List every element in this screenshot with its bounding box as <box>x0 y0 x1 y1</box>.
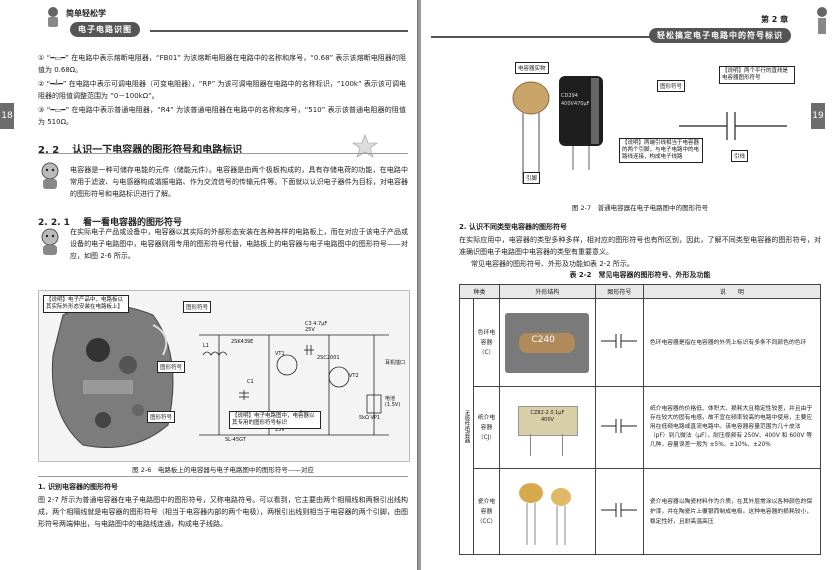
label-lead: 引线 <box>731 150 749 162</box>
table-cell-symbol <box>594 298 644 387</box>
right-page: 第 2 章 轻松搞定电子电路中的符号标识 19 电容器实物 CD294 400V… <box>421 0 838 570</box>
capacitor-symbol <box>679 102 789 156</box>
header-rule <box>431 36 651 38</box>
para-normal-resistor: ③ “━▭━” 在电路中表示普通电阻器，“R4” 为该普通电阻器在电路中的名称和… <box>38 106 406 126</box>
header-book-title: 电子电路识图 <box>70 22 140 37</box>
electrolytic-capacitor-photo: CD294 400V470μF <box>555 72 607 172</box>
ceramic-capacitor-table-photo <box>505 477 589 547</box>
table-cell-desc: 色环电容器是指在电容器的外壳上标识有多条不同颜色的色环 <box>642 298 822 387</box>
note-diagram: 【说明】电子电路图中，电容器以其专用的图形符号标识 <box>229 411 321 429</box>
section-title: 认识一下电容器的图形符号和电路标识 <box>72 145 243 156</box>
header-rule <box>150 30 408 32</box>
subsection-number: 2. 2. 1 <box>38 218 70 228</box>
table-row: 无极性电容器 色环电容器（C） C240 色环电容器是指在电容器的外壳上标识有多… <box>459 298 822 555</box>
figure-2-6-caption: 图 2-6 电路板上的电容器与电子电路图中的图形符号——对应 <box>132 466 314 474</box>
page-number-tab: 19 <box>811 103 825 129</box>
table-header: 说 明 <box>642 284 822 299</box>
label-battery: 电池 (1.5V) <box>385 396 401 408</box>
label-c1: C1 <box>247 379 254 385</box>
subhead-identify-symbol: 1. 识别电容器的图形符号 <box>38 483 118 491</box>
caption-rule <box>38 476 408 477</box>
page-number-tab: 18 <box>0 103 14 129</box>
header-series: 简单轻松学 <box>66 9 106 18</box>
table-cell-symbol <box>594 386 644 469</box>
star-icon <box>352 134 378 162</box>
table-cell-desc: 纸介电容器的价格低、体积大、损耗大且稳定性较差，并且由于存在较大的固有电感，故不… <box>642 386 822 469</box>
table-cell-symbol <box>594 468 644 555</box>
header-chapter: 第 2 章 <box>761 15 789 24</box>
para-capacitor-intro: 电容器是一种可储存电能的元件（储能元件）。电容器是由两个极板构成的，具有存储电荷… <box>70 166 408 198</box>
figure-2-7-caption: 图 2-7 普通电容器在电子电路图中的图形符号 <box>571 204 709 212</box>
circuit-diagram: 2SK439E VT1 L1 C1 C3 4.7μF 25V 2SC2001 V… <box>189 295 405 457</box>
table-cell-kind: 瓷介电容器（CC） <box>472 468 500 555</box>
note-parallel-lines: 【说明】两个平行的直线是电容器图形符号 <box>719 66 795 84</box>
symbol-label-2: 图形符号 <box>157 361 186 373</box>
section-heading: 2. 2 认识一下电容器的图形符号和电路标识 <box>38 138 242 157</box>
cap-marking: CD294 400V470μF <box>561 93 590 107</box>
table-header: 图形符号 <box>594 284 644 299</box>
table-row: 瓷介电容器（CC） 瓷介电容器以陶瓷材料作为介质，在其外层常涂以各种颜色的保护漆… <box>460 468 822 555</box>
note-leads: 【说明】两端引线相当于电容器的两个引脚，与电子电路中的电路线连接，构成电子线路 <box>619 138 703 163</box>
label-symbol: 图形符号 <box>657 80 686 92</box>
table-header: 外形结构 <box>498 284 596 299</box>
circuit-board-photo <box>43 295 183 455</box>
symbol-label-1: 图形符号 <box>183 301 212 313</box>
label-ic: 2SK439E <box>231 339 254 345</box>
label-pin: 引脚 <box>523 172 541 184</box>
table-cell-image: C240 <box>498 298 596 387</box>
para-fuse-resistor: ① “━▭━” 在电路中表示熔断电阻器，“FB01” 为该熔断电阻器在电路中的名… <box>38 54 406 74</box>
label-vt2: 2SC2001 <box>317 355 340 361</box>
capacitor-table: 种类 外形结构 图形符号 说 明 无极性电容器 色环电容器（C） C240 <box>459 284 822 555</box>
label-vt2b: VT2 <box>349 373 359 379</box>
table-cell-image <box>498 468 596 555</box>
table-cell-desc: 瓷介电容器以陶瓷材料作为介质，在其外层常涂以各种颜色的保护漆，并在陶瓷片上覆银而… <box>642 468 822 555</box>
label-earphone: 耳机插口 <box>385 360 406 366</box>
label-r5: 5kΩ VP1 <box>359 415 381 421</box>
para-capacitor-types: 在实际应用中，电容器的类型多种多样，相对应的图形符号也有所区别，因此，了解不同类… <box>459 236 821 256</box>
table-row: 纸介电容器（CJ） CZ82-2 0.1μF 400V 纸介电容器的价格低、体积… <box>460 386 822 469</box>
table-group-label: 无极性电容器 <box>459 298 474 555</box>
subhead-capacitor-types: 2. 认识不同类型电容器的图形符号 <box>459 223 567 231</box>
header-chapter-title: 轻松搞定电子电路中的符号标识 <box>649 28 791 43</box>
paper-capacitor-photo: CZ82-2 0.1μF 400V <box>512 398 582 458</box>
header-figure-icon <box>813 6 831 40</box>
subsection-title: 看一看电容器的图形符号 <box>83 218 183 228</box>
subsection-heading: 2. 2. 1 看一看电容器的图形符号 <box>38 210 182 229</box>
para-symbol-description: 图 2-7 所示为普通电容器在电子电路图中的图形符号，又称电路符号。可以看到，它… <box>38 496 408 528</box>
label-vt1: VT1 <box>275 351 285 357</box>
group-label-text: 无极性电容器 <box>463 410 470 443</box>
para-variable-resistor: ② “━╧━” 在电路中表示可调电阻器（可变电阻器），“RP” 为该可调电阻器在… <box>38 80 406 100</box>
table-cell-kind: 色环电容器（C） <box>472 298 500 387</box>
figure-2-7: 电容器实物 CD294 400V470μF 图形符号 【说明】两个平行的直线是电… <box>509 58 799 198</box>
section-number: 2. 2 <box>38 145 60 156</box>
label-physical: 电容器实物 <box>515 62 549 74</box>
para-symbol-correspondence: 在实际电子产品或设备中，电容器以其实际的外部形态安装在各种各样的电路板上，而在对… <box>70 228 408 260</box>
table-header: 种类 <box>459 284 500 299</box>
note-board: 【说明】电子产品中，电路板以其实际外形态安装在电路板上】 <box>43 295 129 313</box>
left-page: 简单轻松学 电子电路识图 18 ① “━▭━” 在电路中表示熔断电阻器，“FB0… <box>0 0 418 570</box>
symbol-label-3: 图形符号 <box>147 411 176 423</box>
table-title: 表 2-2 常见电容器的图形符号、外形及功能 <box>569 271 711 279</box>
color-ring-capacitor-photo: C240 <box>505 312 590 373</box>
table-header-row: 种类 外形结构 图形符号 说 明 <box>459 284 822 299</box>
table-cell-image: CZ82-2 0.1μF 400V <box>498 386 596 469</box>
figure-2-6: 【说明】电子产品中，电路板以其实际外形态安装在电路板上】 图形符号 图形符号 图… <box>38 290 410 462</box>
table-cell-kind: 纸介电容器（CJ） <box>472 386 500 469</box>
header-mascot-icon <box>44 6 62 30</box>
label-sl: SL-45GT <box>225 437 246 443</box>
label-l1: L1 <box>203 343 209 349</box>
paper-cap-marking: CZ82-2 0.1μF 400V <box>530 409 565 423</box>
color-ring-marking: C240 <box>531 334 555 345</box>
mascot-icon-2 <box>38 228 62 256</box>
para-table-ref: 常见电容器的图形符号、外形及功能如表 2-2 所示。 <box>471 260 634 268</box>
label-c3: C3 4.7μF 25V <box>305 321 328 333</box>
section-underline <box>38 153 408 154</box>
mascot-icon <box>38 162 62 190</box>
